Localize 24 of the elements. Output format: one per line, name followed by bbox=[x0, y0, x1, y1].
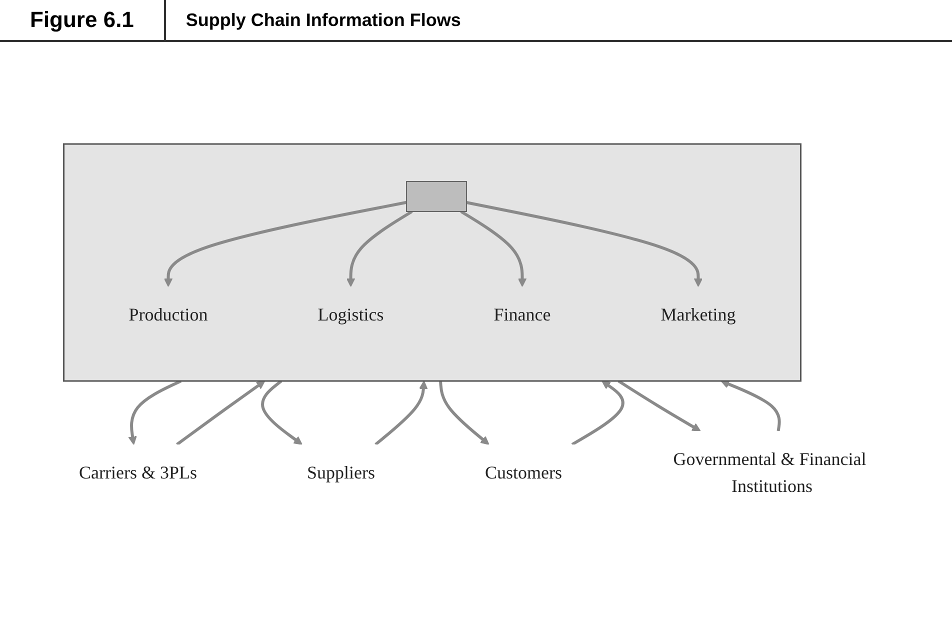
cluster bbox=[64, 143, 802, 382]
arrow bbox=[572, 380, 625, 446]
arrow bbox=[262, 380, 303, 445]
arrow bbox=[346, 210, 414, 287]
node-text: Governmental & Financial Institutions bbox=[674, 449, 867, 496]
node-text: Suppliers bbox=[307, 462, 376, 482]
title: Supply Chain Information Flows bbox=[184, 10, 462, 30]
node-text: Finance bbox=[494, 304, 552, 324]
arrow bbox=[440, 380, 490, 445]
arrow bbox=[721, 380, 782, 432]
node-text: Customers bbox=[485, 462, 562, 482]
arrow bbox=[128, 380, 182, 445]
arrow bbox=[176, 380, 266, 446]
arrow bbox=[375, 380, 428, 446]
node-text: Logistics bbox=[318, 304, 384, 324]
figure-number: Figure 6.1 bbox=[0, 0, 166, 40]
arrow bbox=[618, 380, 702, 432]
node-box bbox=[406, 181, 468, 212]
arrow bbox=[460, 210, 528, 287]
arrow bbox=[164, 200, 408, 287]
node-text: Marketing bbox=[661, 304, 736, 324]
node-text: Production bbox=[129, 304, 208, 324]
node-text: Carriers & 3PLs bbox=[79, 462, 198, 482]
arrow bbox=[466, 201, 704, 287]
